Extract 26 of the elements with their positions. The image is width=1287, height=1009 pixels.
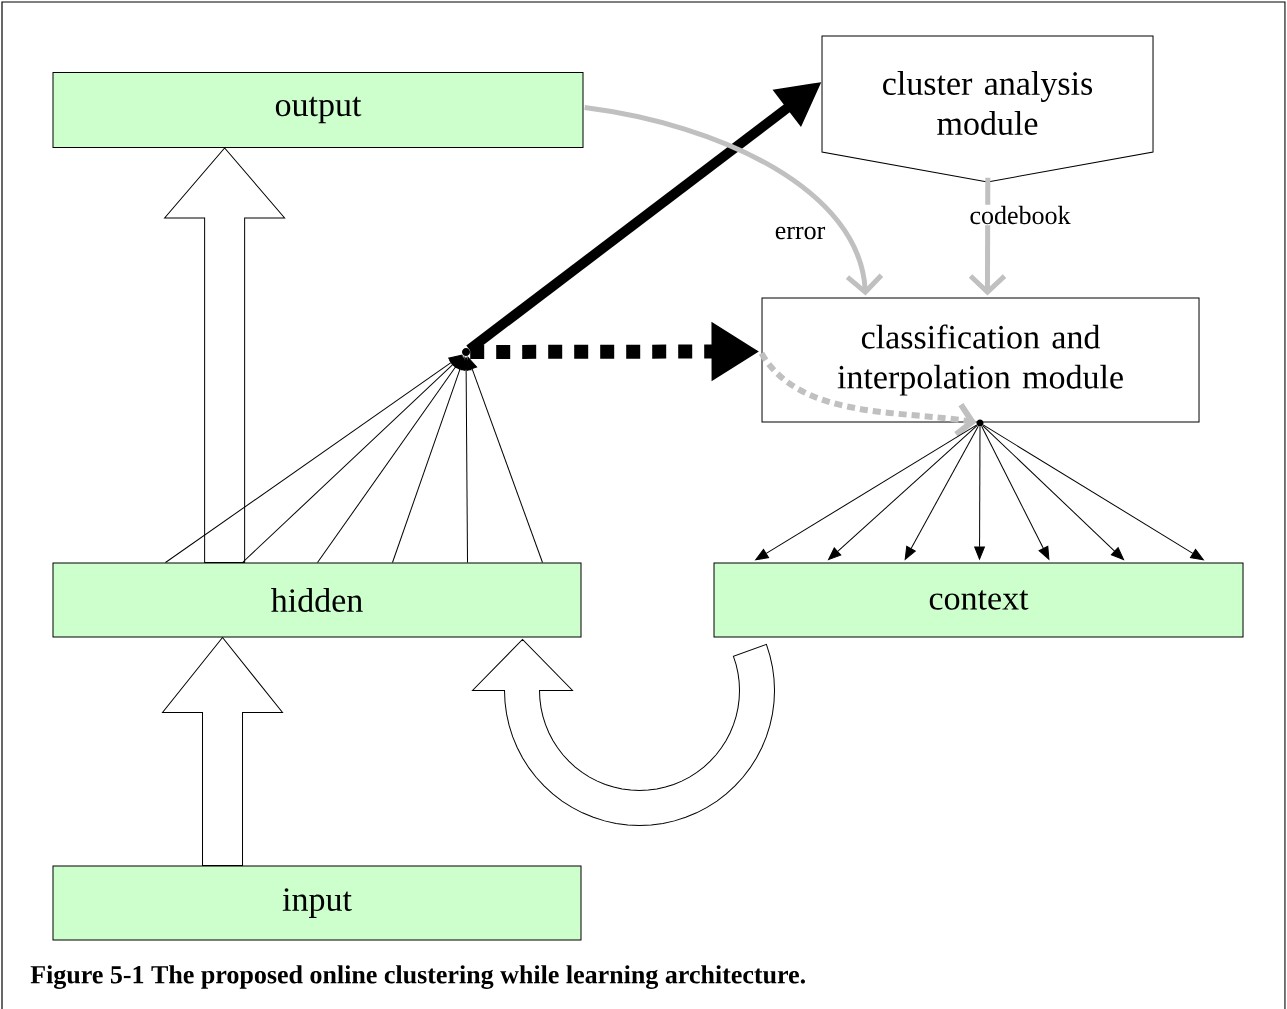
dotted-arrow (759, 351, 977, 437)
layer-box: input (52, 865, 582, 941)
arrow (981, 425, 1050, 560)
layer-box: output (52, 72, 584, 148)
arrow (317, 356, 464, 563)
arrow (466, 356, 543, 563)
arrow (392, 356, 466, 563)
arrow (974, 426, 985, 560)
arrow (982, 424, 1204, 561)
figure-caption: Figure 5-1 The proposed online clustering while learning architecture. (30, 965, 805, 989)
block-arrow (164, 147, 286, 563)
block-arrow (162, 637, 283, 866)
arrow (755, 424, 978, 561)
arrow (982, 425, 1125, 561)
arrow (904, 425, 979, 560)
arrow (165, 354, 462, 563)
layer-box: hidden (52, 562, 582, 638)
edge-label: error (773, 225, 827, 241)
layer-box: context (713, 562, 1244, 638)
curved-block-arrow (472, 638, 775, 826)
edge-label: codebook (968, 204, 1072, 226)
module-box: classification and interpolation module (761, 297, 1200, 423)
arrow (584, 105, 884, 296)
arrow (968, 177, 1007, 296)
module-box: cluster analysis module (821, 35, 1154, 183)
arrow (828, 425, 978, 561)
